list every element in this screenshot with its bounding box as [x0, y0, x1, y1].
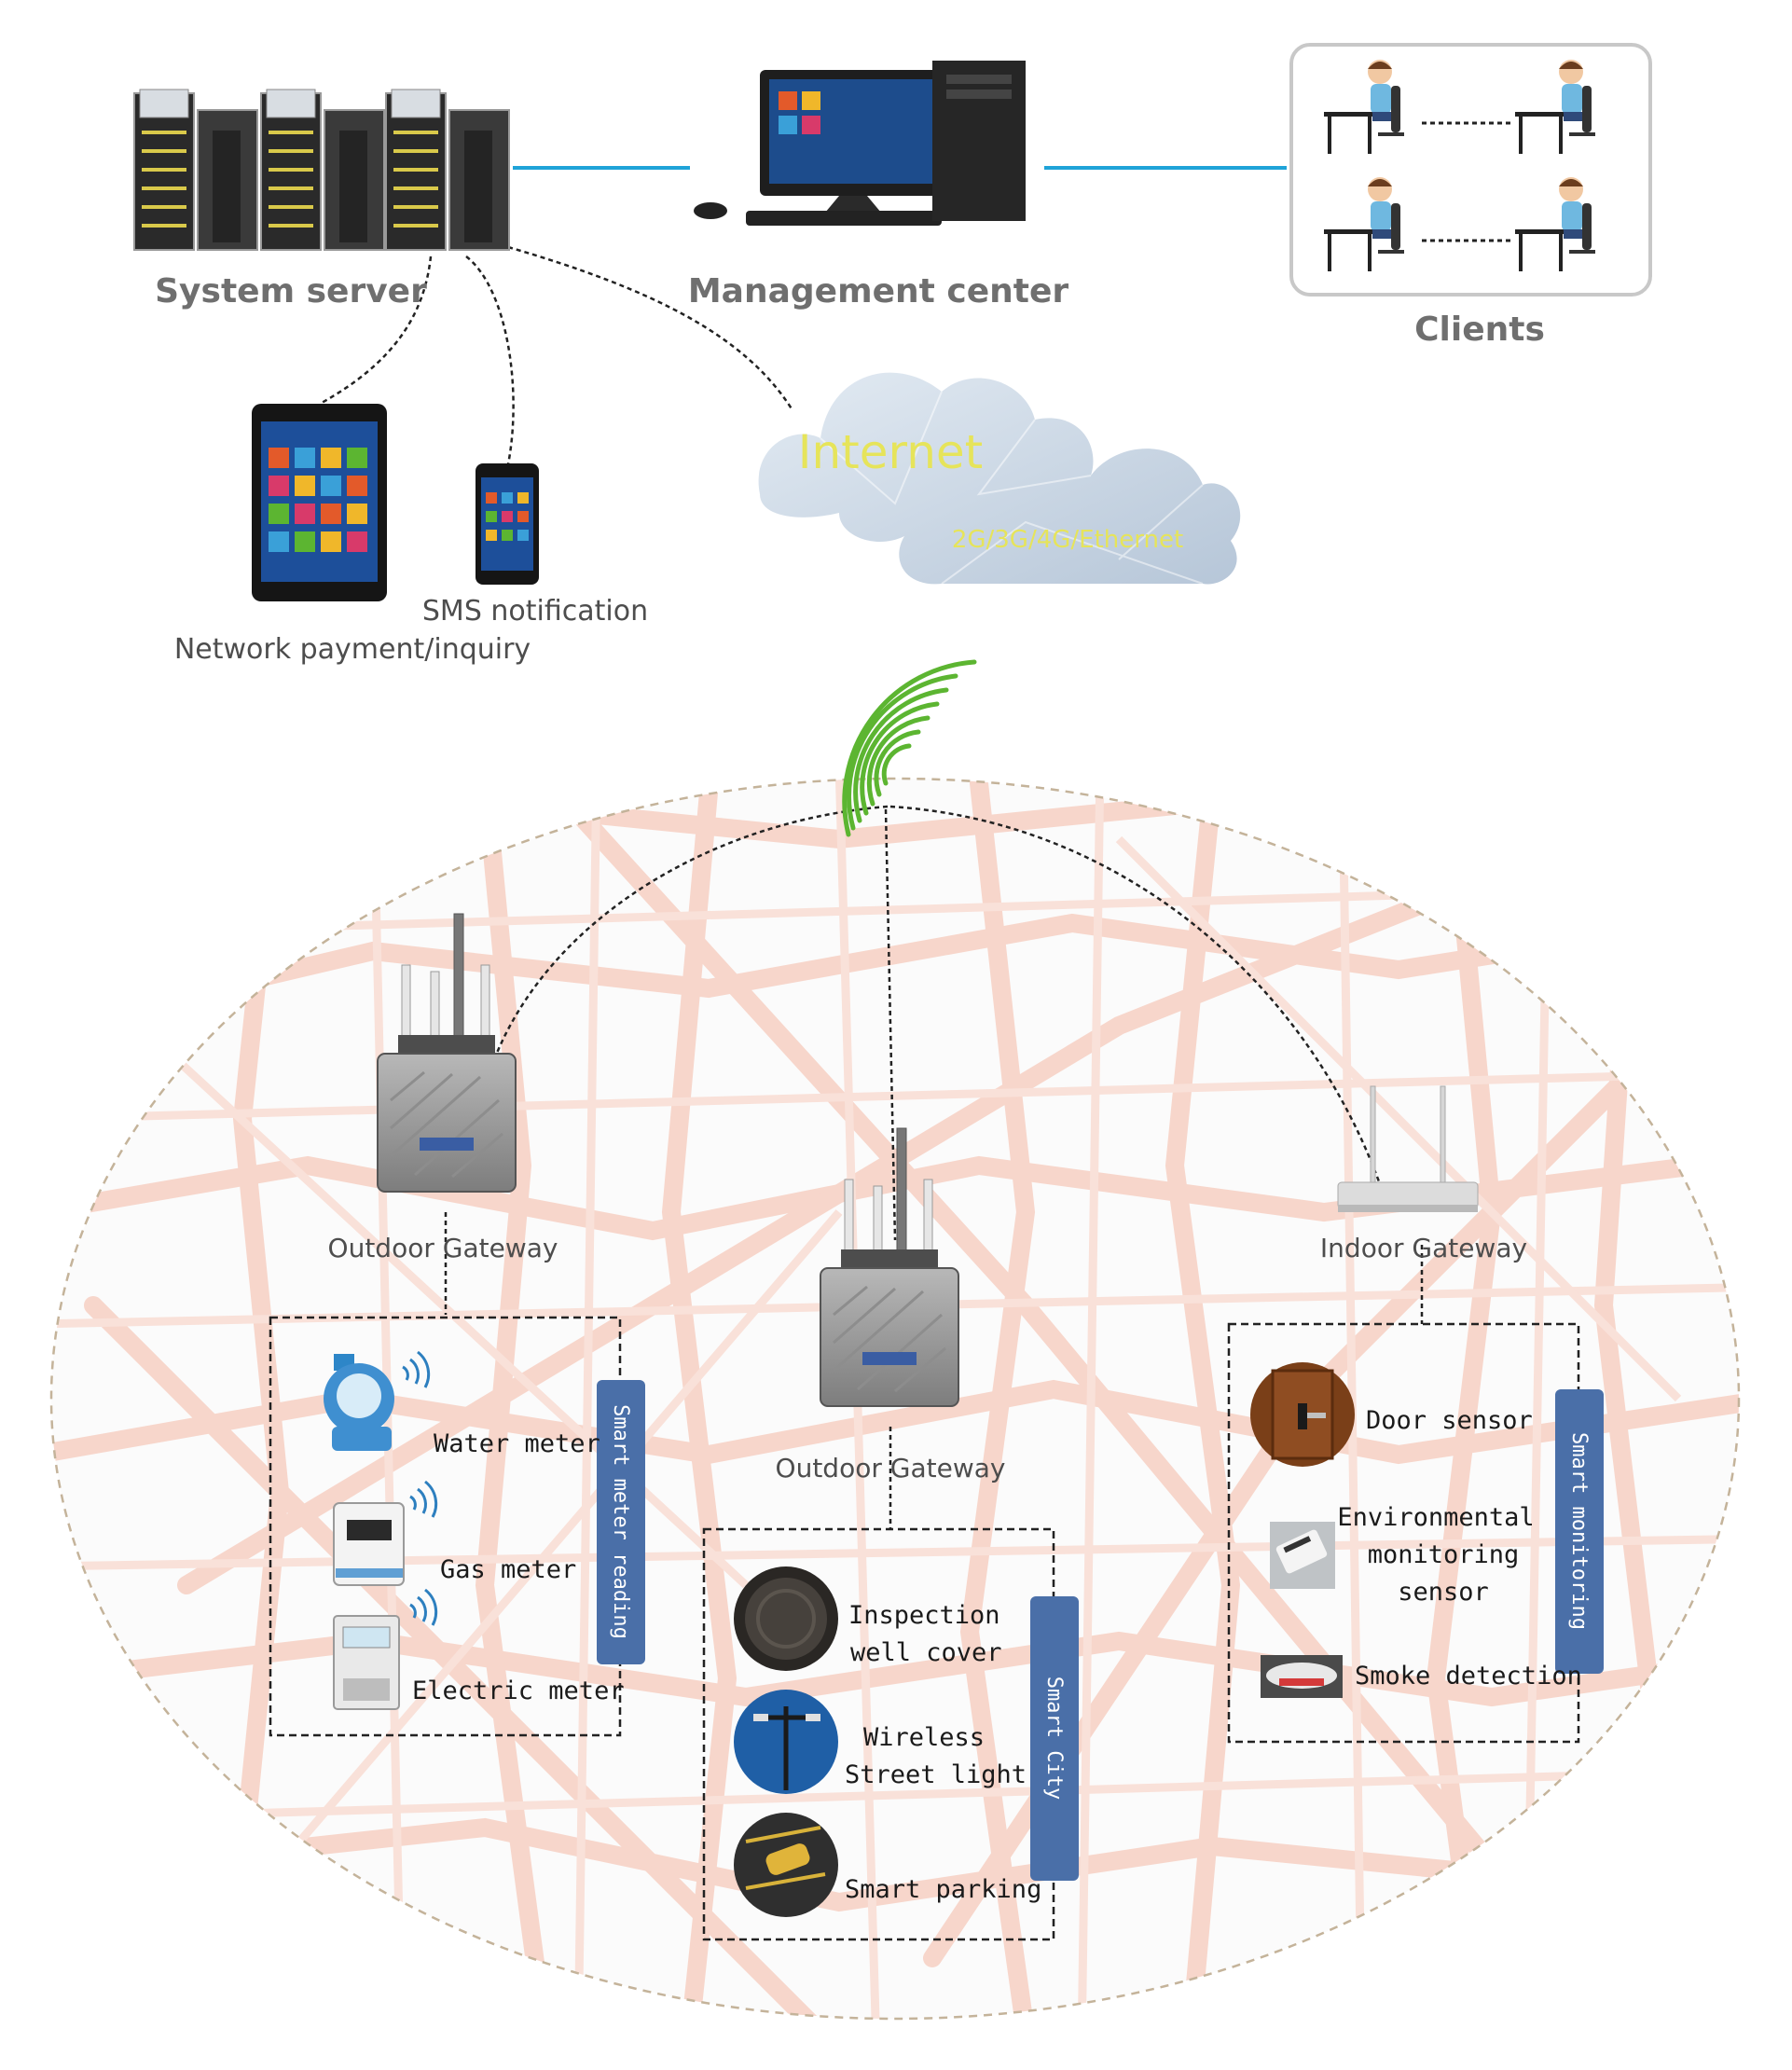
client-person-icon	[1515, 60, 1595, 154]
street-light-icon	[734, 1690, 838, 1794]
smart-parking-icon	[734, 1813, 838, 1917]
smart-parking-label: Smart parking	[845, 1875, 1041, 1904]
environmental-sensor-icon	[1270, 1522, 1335, 1589]
tablet-icon	[252, 404, 387, 601]
internet-label: Internet	[798, 425, 984, 479]
system-server-label: System server	[155, 272, 427, 310]
indoor-gateway-icon	[1337, 1085, 1479, 1212]
street-light-label-line1: Wireless	[863, 1723, 985, 1752]
environmental-sensor-label-line1: Environmental	[1337, 1503, 1534, 1532]
outdoor-gateway-icon	[377, 913, 517, 1193]
well-cover-icon	[734, 1566, 838, 1671]
door-sensor-label: Door sensor	[1366, 1406, 1533, 1435]
well-cover-label-line1: Inspection	[848, 1601, 1000, 1630]
smoke-detection-label: Smoke detection	[1355, 1662, 1582, 1690]
smart-monitoring-title: Smart monitoring	[1567, 1432, 1591, 1630]
system-server-icon	[133, 89, 510, 251]
gas-meter-icon	[333, 1480, 438, 1586]
gas-meter-label: Gas meter	[440, 1555, 576, 1584]
outdoor-gateway-icon	[820, 1127, 959, 1407]
water-meter-label: Water meter	[434, 1429, 600, 1458]
client-person-icon	[1515, 177, 1595, 271]
indoor-gateway-label: Indoor Gateway	[1320, 1233, 1527, 1263]
phone-icon	[476, 463, 539, 585]
sms-notification-label: SMS notification	[422, 595, 648, 628]
smart-meter-title: Smart meter reading	[609, 1404, 632, 1639]
clients-panel	[1289, 43, 1652, 297]
wireless-signal-icon	[842, 659, 977, 837]
internet-cloud-icon	[758, 372, 1241, 585]
network-payment-label: Network payment/inquiry	[174, 633, 531, 666]
outdoor-gateway-center-label: Outdoor Gateway	[776, 1453, 1006, 1484]
dashed-links	[321, 245, 1424, 1529]
smart-meter-group: Smart meter reading Water meter Gas mete…	[269, 1316, 645, 1737]
connectivity-label: 2G/3G/4G/Ethernet	[952, 526, 1183, 554]
water-meter-icon	[324, 1350, 431, 1451]
well-cover-label-line2: well cover	[850, 1638, 1002, 1667]
smart-city-group: Smart City Inspection well cover Wireles…	[702, 1527, 1079, 1941]
smoke-detector-icon	[1261, 1655, 1343, 1698]
clients-label: Clients	[1414, 310, 1545, 349]
management-center-label: Management center	[688, 272, 1069, 310]
smart-city-title: Smart City	[1042, 1677, 1066, 1800]
environmental-sensor-label-line2: monitoring	[1368, 1540, 1520, 1569]
smart-monitoring-group: Smart monitoring Door sensor Environment…	[1227, 1322, 1604, 1744]
electric-meter-icon	[333, 1588, 438, 1710]
smart-meter-panel	[597, 1380, 645, 1664]
environmental-sensor-label-line3: sensor	[1398, 1578, 1489, 1607]
electric-meter-label: Electric meter	[412, 1677, 625, 1705]
door-sensor-icon	[1250, 1362, 1355, 1467]
smart-monitoring-panel	[1555, 1389, 1604, 1674]
smart-city-panel	[1030, 1596, 1079, 1881]
outdoor-gateway-left-label: Outdoor Gateway	[328, 1233, 558, 1263]
client-person-icon	[1324, 177, 1404, 271]
street-light-label-line2: Street light	[845, 1760, 1027, 1789]
desktop-computer-icon	[694, 61, 1026, 226]
client-person-icon	[1324, 60, 1404, 154]
